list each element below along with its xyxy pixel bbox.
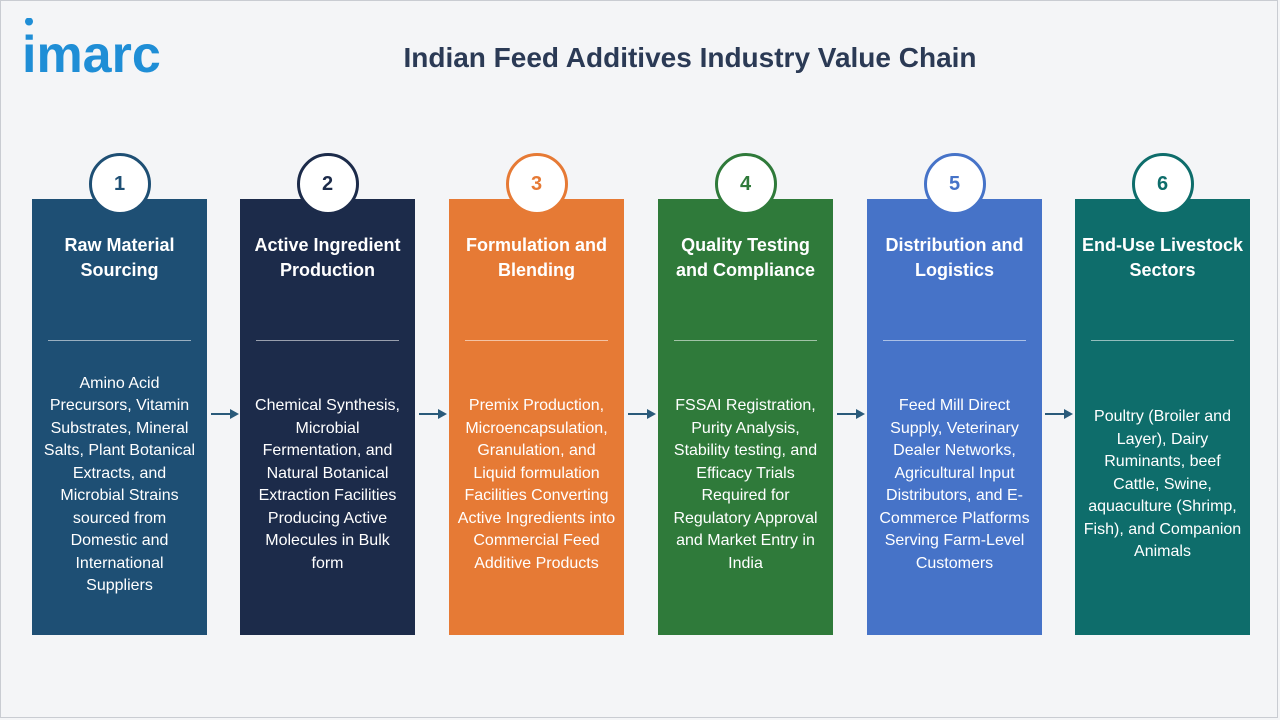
stage-title: Raw Material Sourcing [64, 235, 175, 280]
stage-divider [465, 340, 608, 341]
stage-title: Formulation and Blending [466, 235, 607, 280]
stage-description-text: Amino Acid Precursors, Vitamin Substrate… [43, 374, 196, 595]
stage-description: Amino Acid Precursors, Vitamin Substrate… [40, 345, 199, 625]
flow-arrow-icon [1045, 409, 1073, 419]
flow-arrow-icon [211, 409, 239, 419]
stage-divider [48, 340, 191, 341]
stage-description: Premix Production, Microencapsulation, G… [457, 345, 616, 625]
stage-description-text: Poultry (Broiler and Layer), Dairy Rumin… [1083, 408, 1242, 561]
stage-number-badge: 4 [714, 153, 777, 215]
stage-title: Active Ingredient Production [254, 235, 401, 280]
flow-arrow-icon [628, 409, 656, 419]
logo-text: imarc [22, 26, 161, 82]
stage-title: Quality Testing and Compliance [675, 235, 816, 280]
imarc-logo: imarc [22, 18, 161, 82]
stage-description-text: FSSAI Registration, Purity Analysis, Sta… [673, 397, 818, 572]
stage-number-badge: 2 [296, 153, 359, 215]
stage-description: Feed Mill Direct Supply, Veterinary Deal… [875, 345, 1034, 625]
page-title: Indian Feed Additives Industry Value Cha… [403, 42, 977, 73]
stage-description: FSSAI Registration, Purity Analysis, Sta… [666, 345, 825, 625]
stage-title: End-Use Livestock Sectors [1081, 235, 1244, 280]
stage-number-badge: 1 [88, 153, 151, 215]
stage-description-text: Premix Production, Microencapsulation, G… [457, 397, 616, 572]
flow-arrow-icon [419, 409, 447, 419]
stage-divider [256, 340, 399, 341]
stage-divider [883, 340, 1026, 341]
stage-number-badge: 6 [1131, 153, 1194, 215]
stage-divider [1091, 340, 1234, 341]
stage-number-badge: 3 [505, 153, 568, 215]
stage-description-text: Feed Mill Direct Supply, Veterinary Deal… [879, 397, 1030, 572]
stage-description-text: Chemical Synthesis, Microbial Fermentati… [255, 397, 400, 572]
stage-description: Chemical Synthesis, Microbial Fermentati… [248, 345, 407, 625]
stage-description: Poultry (Broiler and Layer), Dairy Rumin… [1083, 345, 1242, 625]
stage-divider [674, 340, 817, 341]
flow-arrow-icon [837, 409, 865, 419]
stage-title: Distribution and Logistics [885, 235, 1024, 280]
stage-number-badge: 5 [923, 153, 986, 215]
